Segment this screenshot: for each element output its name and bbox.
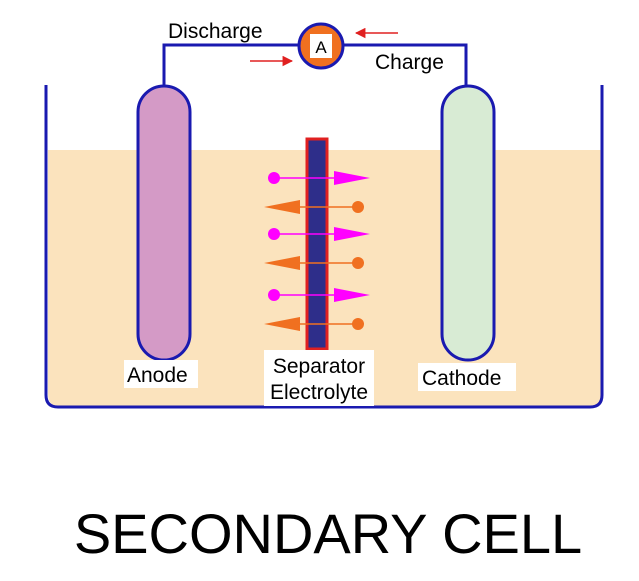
cathode-label: Cathode	[422, 367, 501, 390]
cathode-electrode	[440, 84, 496, 362]
ion-dot	[268, 228, 280, 240]
ion-dot	[352, 318, 364, 330]
ion-arrow-right	[268, 288, 370, 302]
ion-arrow-left	[264, 256, 364, 270]
separator	[305, 137, 329, 351]
anode-electrode	[136, 84, 192, 362]
circuit-wire-right	[343, 43, 468, 88]
ion-dot	[268, 289, 280, 301]
ion-arrowhead	[334, 171, 370, 185]
ion-arrowhead	[334, 288, 370, 302]
diagram-title: SECONDARY CELL	[74, 502, 582, 565]
ion-arrow-left	[264, 317, 364, 331]
discharge-label: Discharge	[168, 20, 263, 43]
ion-arrows	[264, 171, 370, 331]
ion-arrowhead	[334, 227, 370, 241]
ion-arrowhead	[264, 317, 300, 331]
ion-dot	[352, 257, 364, 269]
ion-arrow-left	[264, 200, 364, 214]
ion-dot	[268, 172, 280, 184]
ion-dot	[352, 201, 364, 213]
ammeter-label: A	[315, 38, 327, 57]
anode-label: Anode	[127, 364, 188, 387]
electrolyte-label: Electrolyte	[270, 381, 368, 404]
separator-label: Separator	[273, 355, 365, 378]
ion-arrow-right	[268, 171, 370, 185]
ammeter: A	[297, 22, 345, 70]
container	[44, 85, 604, 409]
ion-arrow-right	[268, 227, 370, 241]
circuit-wire	[162, 43, 299, 88]
ion-arrowhead	[264, 256, 300, 270]
ion-arrowhead	[264, 200, 300, 214]
charge-label: Charge	[375, 51, 444, 74]
